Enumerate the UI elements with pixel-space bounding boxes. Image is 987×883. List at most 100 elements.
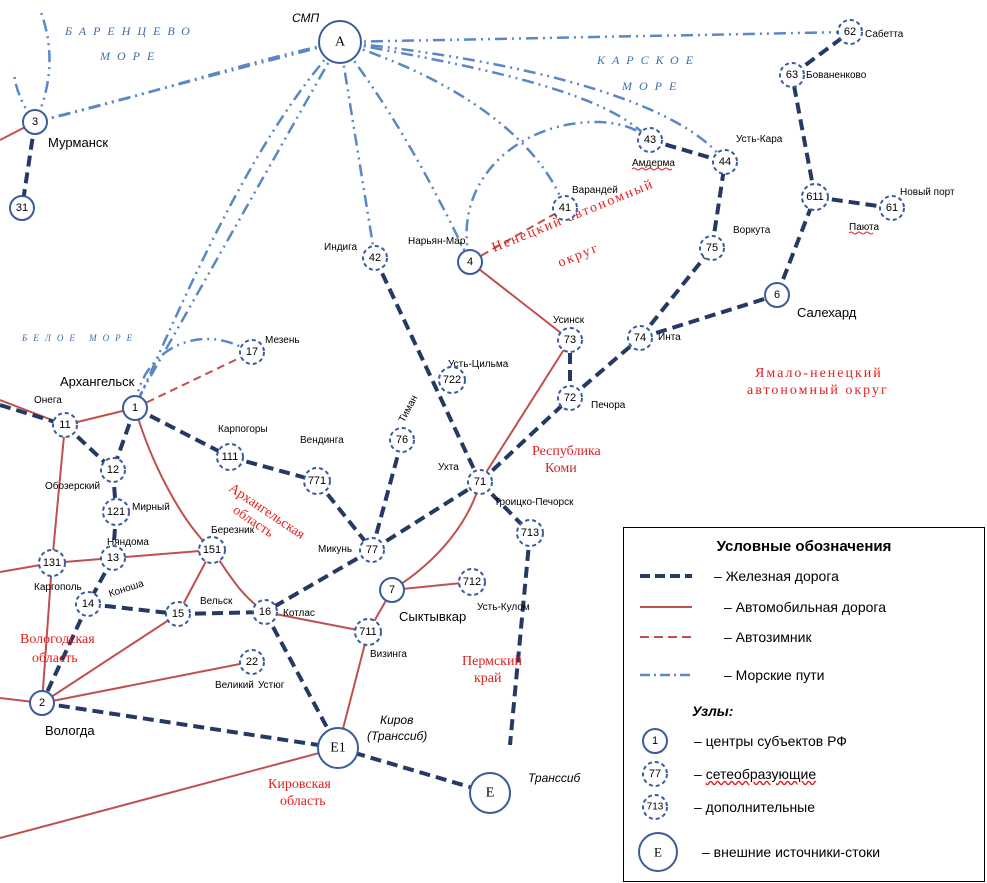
barents-sea-label-2: МОРЕ [99,49,161,63]
white-sea-label: БЕЛОЕ МОРЕ [21,333,138,343]
node-17-label: 17 [246,346,258,358]
legend-railway-label: – Железная дорога [714,568,839,584]
kara-sea-label-1: КАРСКОЕ [596,53,700,67]
center-node-symbol: 1 [642,728,668,754]
velsk-label: Вельск [200,596,233,607]
node-22-label: 22 [246,656,258,668]
dashed-nodes: 11 12 13 14 15 16 17 22 41 42 43 44 61 6… [38,19,905,675]
troitsko-pechorsk-label: Троицко-Печорск [494,497,574,508]
legend-external-node-label: – внешние источники-стоки [702,844,881,860]
node-41-label: 41 [559,202,571,214]
node-E-label: Е [486,786,495,801]
node-41: 41 [552,195,578,221]
barents-sea-label-1: БАРЕНЦЕВО [64,24,197,38]
node-77-label: 77 [366,544,378,556]
legend-winter-road-row: – Автозимник [624,625,984,649]
node-13: 13 [100,545,126,571]
node-42: 42 [362,245,388,271]
konosha-label: Коноша [108,578,146,600]
node-A-label: А [335,35,346,50]
node-31-label: 31 [16,202,28,214]
legend-winter-road-label: – Автозимник [724,629,812,645]
node-73: 73 [557,327,583,353]
node-E1-label: Е1 [330,741,346,756]
node-42-label: 42 [369,252,381,264]
ust-kulom-label: Усть-Кулом [477,602,530,613]
yamal-region-label-2: автономный округ [747,383,889,398]
external-node-symbol: Е [638,832,678,872]
inta-label: Инта [658,332,681,343]
extra-node-symbol: 713 [642,794,668,820]
node-13-label: 13 [107,552,119,564]
node-611-label: 611 [806,191,824,203]
payuta-label: Паюта [849,222,879,233]
legend-net-node-dash: – [694,766,706,782]
node-15-label: 15 [172,608,184,620]
legend-sea-row: – Морские пути [624,663,984,687]
node-62-label: 62 [844,26,856,38]
node-16: 16 [252,599,278,625]
komi-region-label-1: Республика [532,444,602,459]
nodes: А Е1 Е 1 2 3 4 6 7 31 [9,20,790,814]
node-11: 11 [52,412,78,438]
legend-center-node-label: – центры субъектов РФ [694,733,847,749]
node-713-label: 713 [521,527,539,539]
transsib-label: Транссиб [528,771,582,785]
node-711-label: 711 [359,626,377,638]
node-14-label: 14 [82,598,94,610]
timan-label: Тиман [397,393,420,424]
kotlas-label: Котлас [283,608,315,619]
legend: Условные обозначения – Железная дорога –… [623,527,985,882]
node-71-label: 71 [474,476,486,488]
vologda-label: Вологда [45,723,95,738]
node-121-label: 121 [107,506,125,518]
perm-region-label-2: край [474,671,502,686]
sea-routes [12,9,851,409]
node-6: 6 [764,282,790,308]
node-722-label: 722 [443,374,461,386]
velikiy-label: Великий [215,680,254,691]
ust-kara-label: Усть-Кара [736,134,783,145]
node-6-label: 6 [774,289,780,301]
node-73-label: 73 [564,334,576,346]
indiga-label: Индига [324,242,358,253]
node-711: 711 [354,618,382,646]
legend-title: Условные обозначения [716,538,892,555]
node-22: 22 [239,649,265,675]
node-7-label: 7 [389,584,395,596]
vizinga-label: Визинга [370,649,407,660]
onega-label: Онега [34,395,62,406]
winter-roads [134,207,566,409]
node-76: 76 [389,427,415,453]
node-12: 12 [100,457,126,483]
kirov-region-label-1: Кировская [268,777,331,792]
node-2: 2 [29,690,55,716]
place-labels: СМП Мурманск Архангельск Онега Обозерски… [34,11,955,785]
node-63-label: 63 [786,69,798,81]
node-111-label: 111 [222,451,239,463]
node-713: 713 [516,519,544,547]
node-61: 61 [879,195,905,221]
node-43-label: 43 [644,134,656,146]
node-31: 31 [9,195,35,221]
node-1-label: 1 [132,402,138,414]
legend-net-node-row: 77 – сетеобразующие [624,759,984,789]
node-12-label: 12 [107,464,119,476]
node-771: 771 [303,467,331,495]
node-4-label: 4 [467,256,473,268]
node-E: Е [469,772,511,814]
node-11-label: 11 [59,419,70,431]
salekhard-label: Салехард [797,305,857,320]
bovanenkovo-label: Бованенково [806,70,867,81]
road-symbol [640,606,692,608]
node-712-label: 712 [463,576,481,588]
node-75: 75 [699,235,725,261]
arkhangelsk-label: Архангельск [60,374,135,389]
node-76-label: 76 [396,434,408,446]
node-77: 77 [359,537,385,563]
legend-net-node-label: – сетеобразующие [694,766,816,782]
legend-road-label: – Автомобильная дорога [724,599,886,615]
node-74-label: 74 [634,332,646,344]
sabetta-label: Сабетта [865,28,904,40]
